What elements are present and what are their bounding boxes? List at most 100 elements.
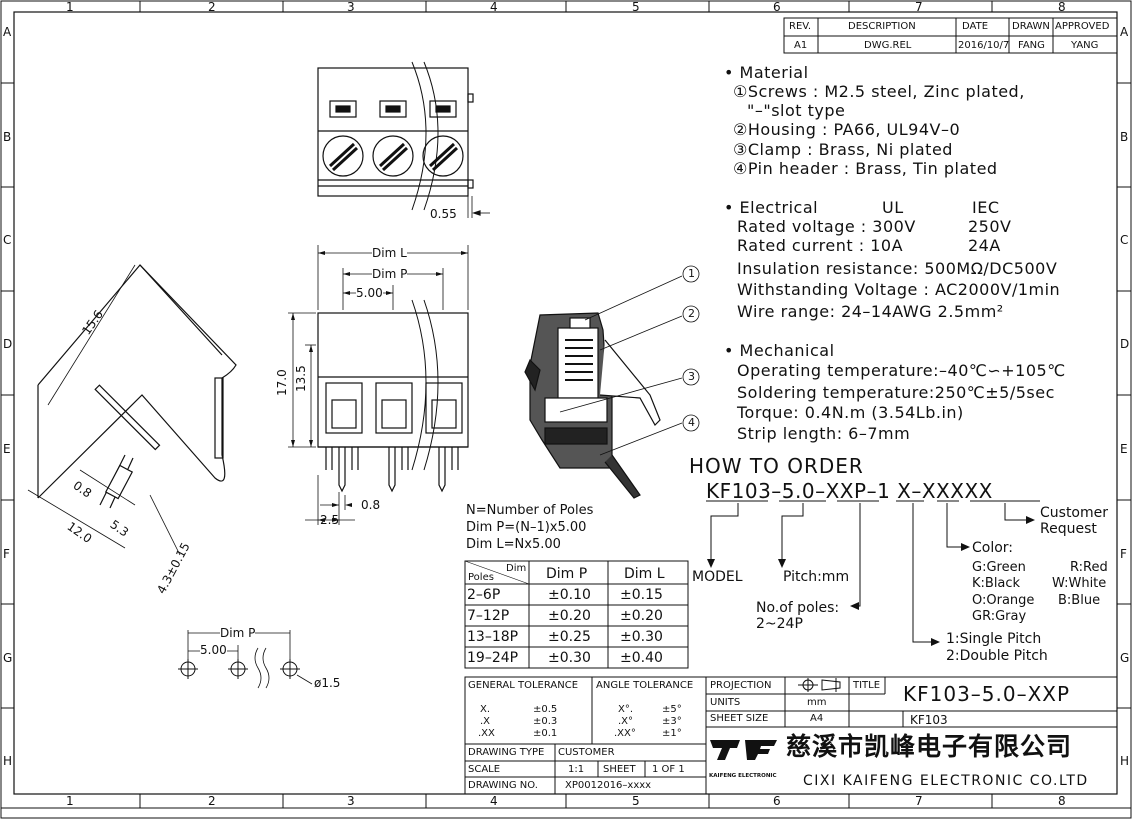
grid-col-6-bottom: 6 <box>773 794 781 808</box>
hole-dia: ø1.5 <box>314 676 341 690</box>
customer-request-2: Request <box>1040 521 1097 537</box>
color-gray: GR:Gray <box>972 609 1027 624</box>
electrical-title: • Electrical <box>724 198 819 217</box>
gen-tol-row-3-b: ±0.1 <box>533 728 558 739</box>
rev-value: A1 <box>794 40 808 51</box>
gen-tol-row-1-a: X. <box>480 704 491 715</box>
drawn-value: FANG <box>1018 40 1045 51</box>
callout-3: 3 <box>688 370 695 383</box>
description-value: DWG.REL <box>864 40 912 51</box>
top-view <box>317 61 490 218</box>
electrical-iec-header: IEC <box>972 198 1000 217</box>
how-to-order-title: HOW TO ORDER <box>689 454 864 478</box>
electrical-line-5: Wire range: 24–14AWG 2.5mm² <box>737 302 1004 321</box>
series-value: KF103 <box>910 713 948 727</box>
grid-col-3-bottom: 3 <box>347 794 355 808</box>
sheet-label: SHEET <box>603 764 636 775</box>
dim-055: 0.55 <box>430 207 457 221</box>
company-name-en: CIXI KAIFENG ELECTRONIC CO.LTD <box>803 773 1089 789</box>
date-header: DATE <box>962 21 989 32</box>
mechanical-line-4: Strip length: 6–7mm <box>737 424 911 443</box>
ang-tol-row-2-b: ±3° <box>662 716 682 727</box>
material-title: • Material <box>724 63 809 82</box>
side-view <box>37 264 237 509</box>
poles-label: No.of poles: <box>756 600 840 616</box>
double-pitch: 2:Double Pitch <box>946 648 1048 664</box>
ang-tol-row-3-a: .XX° <box>614 728 636 739</box>
material-line-3: ②Housing : PA66, UL94V–0 <box>733 120 961 139</box>
poles-range: 2~24P <box>756 616 803 632</box>
grid-col-7-bottom: 7 <box>915 794 923 808</box>
drawing-no-value: XP0012016–xxxx <box>565 780 652 791</box>
units-label: UNITS <box>710 697 741 708</box>
grid-col-8: 8 <box>1058 0 1066 14</box>
ang-tol-row-1-a: X°. <box>618 704 634 715</box>
electrical-line-1: Rated voltage : 300V <box>737 217 916 236</box>
grid-col-1-bottom: 1 <box>66 794 74 808</box>
grid-row-f: F <box>3 547 10 561</box>
tol-row-2-p: ±0.20 <box>548 608 591 624</box>
ang-tol-row-1-b: ±5° <box>662 704 682 715</box>
angle-tolerance-label: ANGLE TOLERANCE <box>596 680 694 691</box>
mechanical-line-2: Soldering temperature:250℃±5/5sec <box>737 383 1055 402</box>
grid-row-d-right: D <box>1120 337 1130 351</box>
grid-row-c-right: C <box>1120 233 1129 247</box>
grid-col-5: 5 <box>632 0 640 14</box>
drawing-type-label: DRAWING TYPE <box>468 747 545 758</box>
material-line-5: ④Pin header : Brass, Tin plated <box>733 159 998 178</box>
date-value: 2016/10/7 <box>958 40 1010 51</box>
grid-col-2: 2 <box>208 0 216 14</box>
material-line-1: ①Screws : M2.5 steel, Zinc plated, <box>733 82 1025 101</box>
grid-row-g-right: G <box>1120 651 1130 665</box>
section-view <box>524 312 661 499</box>
gen-tol-row-3-a: .XX <box>478 728 495 739</box>
description-header: DESCRIPTION <box>848 21 916 32</box>
gen-tol-row-2-a: .X <box>480 716 491 727</box>
model-label: MODEL <box>692 569 743 585</box>
dim-08: 0.8 <box>361 498 381 512</box>
grid-col-1: 1 <box>66 0 74 14</box>
single-pitch: 1:Single Pitch <box>946 631 1042 647</box>
tol-corner-dim: Dim <box>506 563 527 574</box>
grid-row-f-right: F <box>1120 547 1127 561</box>
poles-formula-3: Dim L=Nx5.00 <box>466 537 561 552</box>
grid-row-c: C <box>3 233 12 247</box>
grid-col-6: 6 <box>773 0 781 14</box>
tol-row-2-poles: 7–12P <box>467 608 510 624</box>
scale-value: 1:1 <box>568 764 585 775</box>
electrical-line-3: Insulation resistance: 500MΩ/DC500V <box>737 259 1058 278</box>
customer-request-1: Customer <box>1040 505 1109 521</box>
dim-pitch-500: 5.00 <box>356 286 383 300</box>
dim-p-label: Dim P <box>372 267 408 281</box>
tol-row-4-poles: 19–24P <box>467 650 519 666</box>
grid-row-d: D <box>3 337 13 351</box>
title-value: KF103–5.0–XXP <box>903 682 1071 706</box>
rev-header: REV. <box>789 21 811 32</box>
color-green: G:Green <box>972 560 1026 575</box>
poles-formula-1: N=Number of Poles <box>466 503 594 518</box>
hole-dim-500: 5.00 <box>200 643 227 657</box>
sheet-size-value: A4 <box>810 713 824 724</box>
tol-row-1-p: ±0.10 <box>548 587 591 603</box>
hole-layout <box>178 630 313 689</box>
grid-row-g: G <box>3 651 13 665</box>
tol-row-1-l: ±0.15 <box>620 587 663 603</box>
scale-label: SCALE <box>468 764 501 775</box>
tol-row-3-l: ±0.30 <box>620 629 663 645</box>
material-line-4: ③Clamp : Brass, Ni plated <box>733 140 953 159</box>
color-red: R:Red <box>1070 560 1108 575</box>
callout-4: 4 <box>688 416 695 429</box>
gen-tol-row-1-b: ±0.5 <box>533 704 558 715</box>
electrical-line-2: Rated current : 10A <box>737 236 904 255</box>
grid-row-h: H <box>3 754 13 768</box>
grid-col-3: 3 <box>347 0 355 14</box>
sheet-value: 1 OF 1 <box>652 764 685 775</box>
color-title: Color: <box>972 540 1014 556</box>
drawing-type-value: CUSTOMER <box>558 747 615 758</box>
tol-row-4-p: ±0.30 <box>548 650 591 666</box>
hole-dim-p: Dim P <box>220 626 256 640</box>
tol-header-dim-l: Dim L <box>624 566 665 582</box>
electrical-iec-2: 24A <box>968 236 1001 255</box>
mechanical-line-1: Operating temperature:–40℃∽+105℃ <box>737 361 1066 380</box>
